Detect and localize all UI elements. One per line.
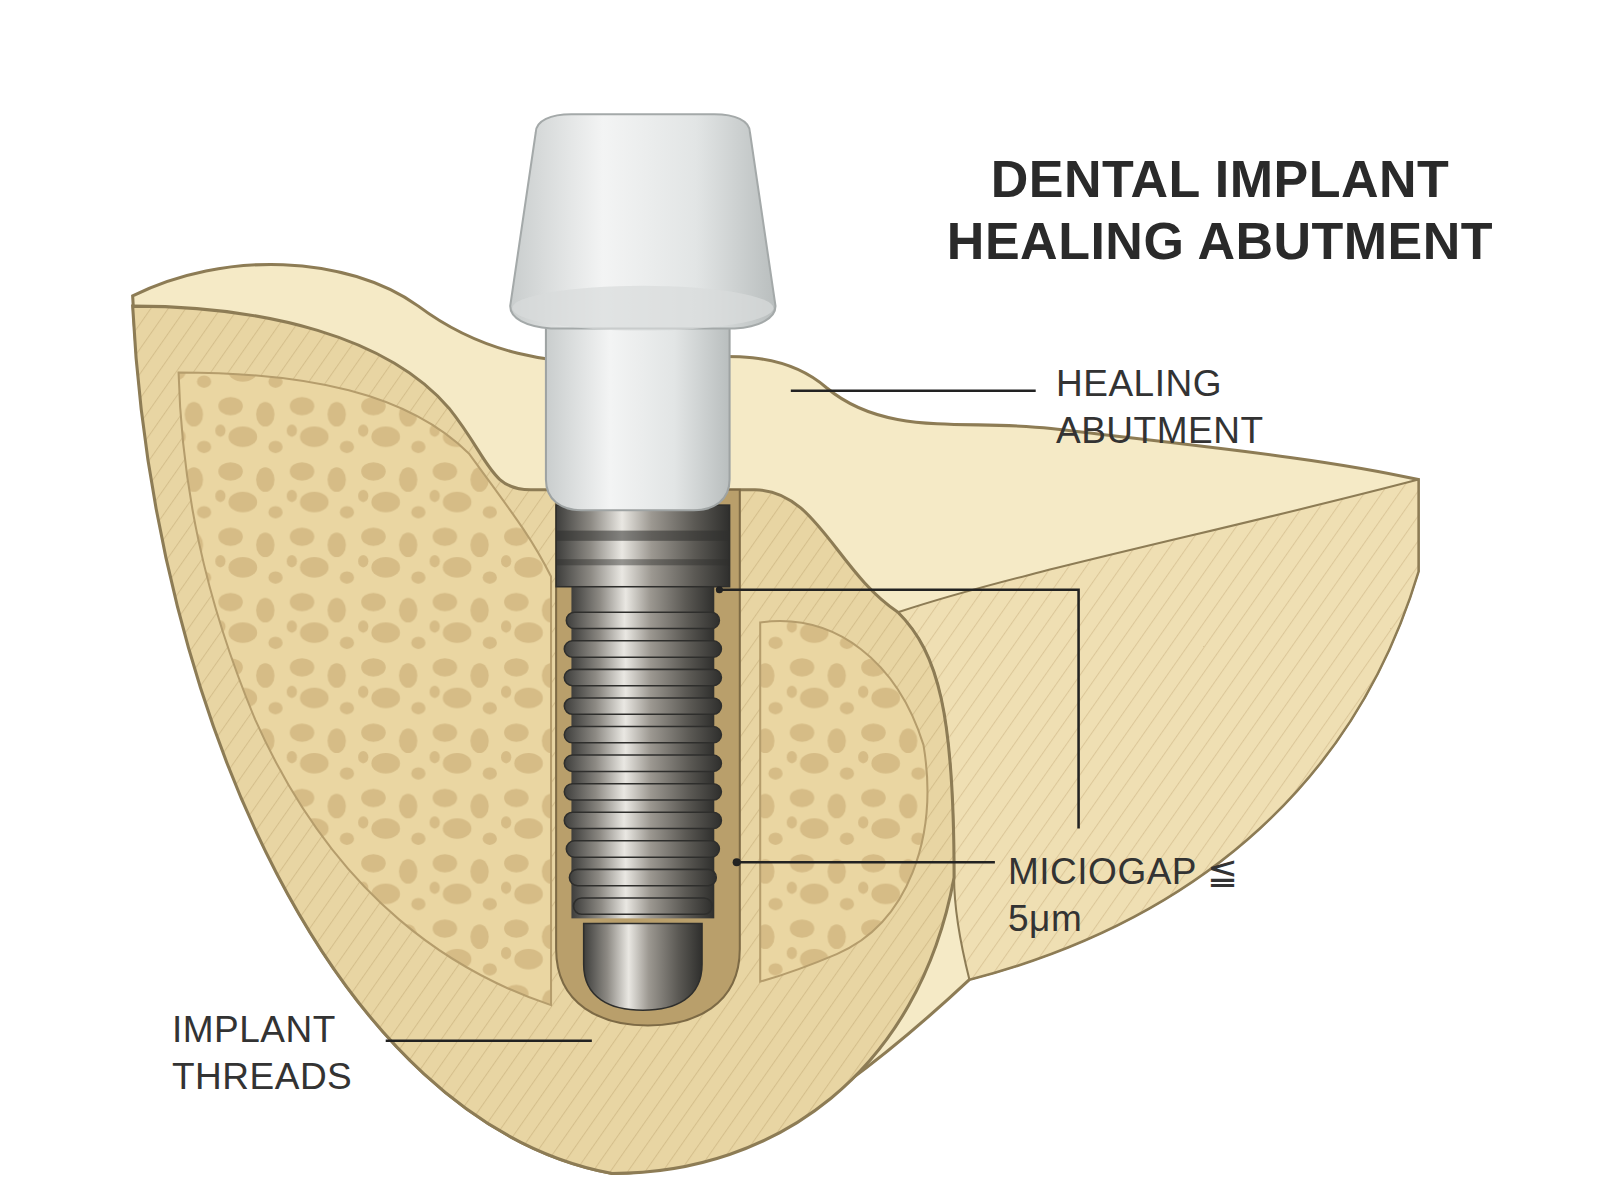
diagram-title: DENTAL IMPLANT HEALING ABUTMENT — [890, 148, 1550, 272]
part-label: MICIOGAP ≦ 5μm — [1008, 848, 1253, 942]
part-label: IMPLANT THREADS — [172, 1006, 402, 1100]
part-label: HEALING ABUTMENT — [1056, 360, 1326, 454]
